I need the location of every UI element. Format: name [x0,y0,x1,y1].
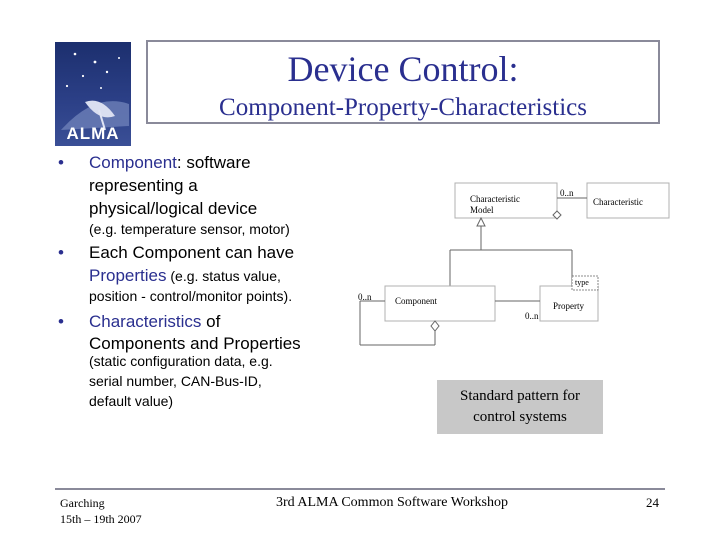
characteristic-box [586,182,670,219]
characteristic-model-label-2: Model [470,205,494,215]
bullet-2-line-3: position - control/monitor points). [89,288,293,304]
multiplicity-top: 0..n [560,188,574,198]
footer-page-number: 24 [646,495,659,510]
footer-dates: 15th – 19th 2007 [60,512,142,526]
aggregation-diamond-top [552,210,562,220]
type-tag [571,275,599,291]
slide-subtitle: Component-Property-Characteristics [219,94,587,121]
bullet-dot-3: • [58,312,64,331]
bullet-2-rest: (e.g. status value, [166,268,281,284]
footer-location: Garching [60,496,105,510]
bullet-1-line-3: physical/logical device [89,199,258,218]
bullet-2-bold: Properties [89,266,167,285]
aggregation-diamond-bottom [430,320,440,332]
bullet-3-bold: Characteristics [89,312,202,331]
bullet-3-sub-1: (static configuration data, e.g. [89,353,273,369]
title-box: Device Control: Component-Property-Chara… [146,40,660,124]
property-box [539,285,599,322]
pattern-line-1: Standard pattern for [460,388,580,404]
characteristic-model-label-1: Characteristic [470,194,520,204]
generalization-arrow-left [476,216,486,227]
characteristic-label: Characteristic [593,197,643,207]
component-box [384,285,496,322]
bullet-1-line-1: Component: software [89,153,251,173]
bullet-dot-1: • [58,153,64,172]
multiplicity-right: 0..n [525,311,539,321]
uml-diagram: Characteristic Model Characteristic 0..n… [350,170,680,350]
bullet-2-line-2: Properties (e.g. status value, [89,266,281,286]
bullet-3-line-1: Characteristics of [89,312,220,332]
bullet-1-sub: (e.g. temperature sensor, motor) [89,221,290,237]
bullet-1-line-2: representing a [89,176,198,195]
bullet-dot-2: • [58,243,64,262]
uml-lines [359,182,670,346]
property-label: Property [553,301,584,311]
pattern-box: Standard pattern for control systems [437,380,603,434]
slide-title: Device Control: [287,49,519,89]
component-label: Component [395,296,437,306]
bullet-3-line-2: Components and Properties [89,334,301,353]
footer-divider [55,488,665,490]
alma-logo-icon [61,52,129,131]
bullet-3-sub-2: serial number, CAN-Bus-ID, [89,373,262,389]
multiplicity-left: 0..n [358,292,372,302]
characteristic-model-box [454,182,558,219]
bullet-2-line-1: Each Component can have [89,243,295,262]
pattern-line-2: control systems [473,409,567,425]
footer-event: 3rd ALMA Common Software Workshop [276,495,508,510]
bullet-1-bold: Component [89,153,177,172]
bullet-3-rest: of [201,312,221,331]
bullet-1-rest: : software [176,153,251,172]
alma-logo: ALMA [55,42,131,146]
type-label: type [575,278,589,287]
logo-text: ALMA [66,124,120,143]
bullet-3-sub-3: default value) [89,393,174,409]
